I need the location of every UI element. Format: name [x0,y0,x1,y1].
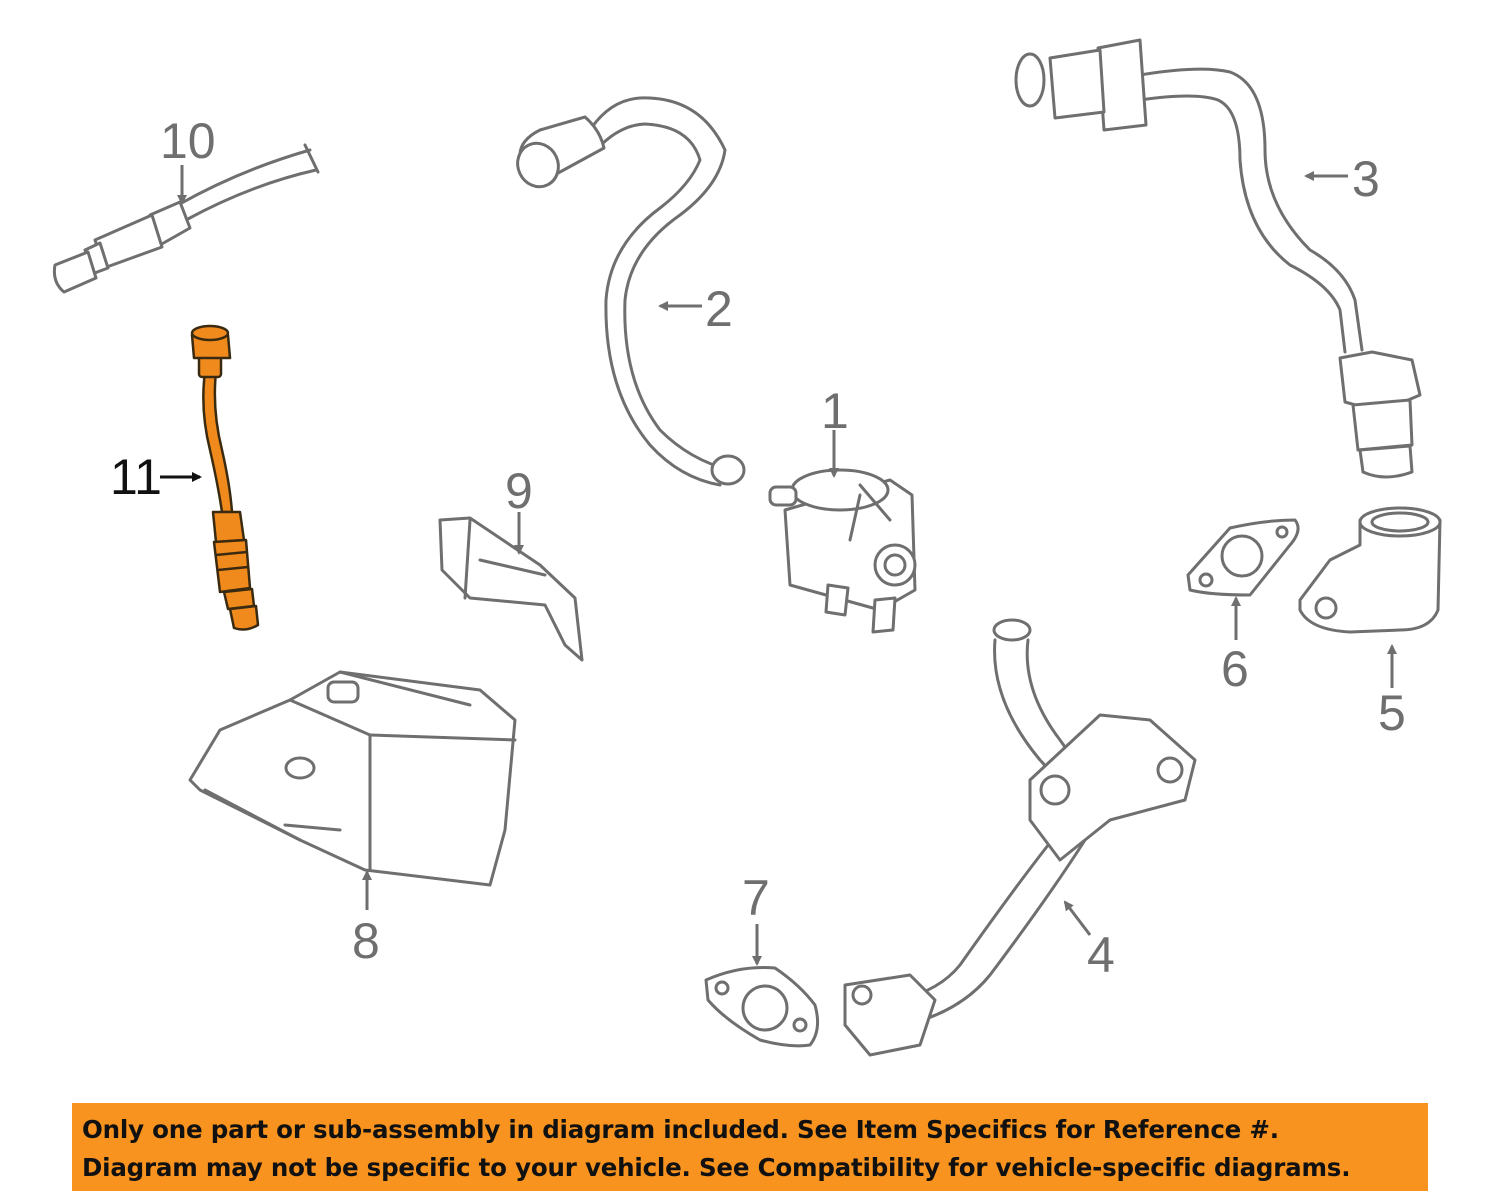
callout-4: 4 [1087,927,1115,983]
parts-diagram: 1 2 3 4 5 6 7 8 9 10 11 [52,38,1442,1057]
part-7-gasket [704,966,820,1048]
callout-5: 5 [1378,685,1406,741]
callout-1: 1 [821,383,849,439]
disclaimer-banner: Only one part or sub-assembly in diagram… [72,1103,1428,1191]
callout-10: 10 [160,113,216,169]
part-11-oxygen-sensor-highlighted [190,324,260,631]
disclaimer-line-1: Only one part or sub-assembly in diagram… [82,1115,1279,1144]
part-8-vapor-canister [188,670,517,887]
callout-7: 7 [742,870,770,926]
callout-11: 11 [110,449,162,505]
part-9-bracket [438,516,584,662]
part-5-housing [1298,506,1442,634]
part-10-oxygen-sensor [52,143,320,294]
callout-9: 9 [505,463,533,519]
part-1-solenoid-valve [768,468,917,634]
callout-8: 8 [352,913,380,969]
callout-6: 6 [1221,641,1249,697]
part-6-gasket [1186,518,1300,597]
part-4-egr-tube [843,618,1197,1057]
part-2-vacuum-hose [516,96,746,487]
callout-2: 2 [705,281,733,337]
disclaimer-line-2: Diagram may not be specific to your vehi… [82,1153,1351,1182]
part-3-egr-pipe [1014,38,1422,479]
callout-3: 3 [1352,151,1380,207]
